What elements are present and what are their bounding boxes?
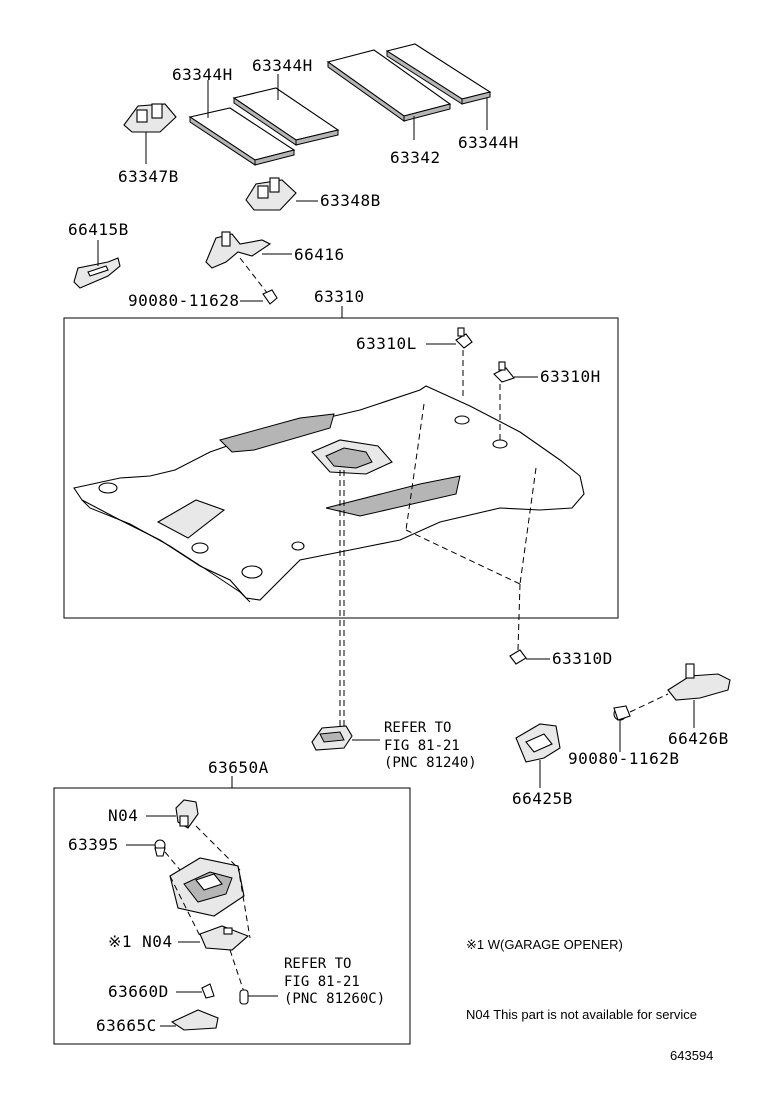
clip-63348B[interactable] <box>245 177 297 211</box>
pad-63344H-mid[interactable] <box>232 87 340 146</box>
bolt-90080-11628[interactable] <box>240 289 278 305</box>
part-N04-board[interactable] <box>199 925 250 951</box>
bracket-66426B[interactable] <box>667 663 731 701</box>
note-n04: N04 This part is not available for servi… <box>466 1007 697 1022</box>
ref2-line3: (PNC 81260C) <box>284 991 385 1007</box>
clip-63395[interactable] <box>154 839 166 857</box>
callout-63348B[interactable]: 63348B <box>320 191 381 210</box>
callout-N04-b[interactable]: ※1 N04 <box>108 932 173 951</box>
part-N04-bracket[interactable] <box>175 799 199 829</box>
callout-63342[interactable]: 63342 <box>390 148 441 167</box>
clip-63310L[interactable] <box>455 327 473 349</box>
callout-63395[interactable]: 63395 <box>68 835 119 854</box>
callout-63310H[interactable]: 63310H <box>540 367 601 386</box>
bulb-63660D[interactable] <box>201 983 215 999</box>
headliner-frame <box>63 317 619 619</box>
callout-63310L[interactable]: 63310L <box>356 334 417 353</box>
callout-66416[interactable]: 66416 <box>294 245 345 264</box>
bracket-66415B[interactable] <box>73 257 121 289</box>
callout-63344H-a[interactable]: 63344H <box>172 65 233 84</box>
bracket-66425B[interactable] <box>515 723 561 763</box>
callout-66415B[interactable]: 66415B <box>68 220 129 239</box>
callout-N04-a[interactable]: N04 <box>108 806 138 825</box>
lamp-housing-81240[interactable] <box>311 725 353 751</box>
lens-63665C[interactable] <box>170 1009 219 1031</box>
pad-63344H-right[interactable] <box>385 43 492 105</box>
clip-63347B[interactable] <box>123 103 177 133</box>
pad-63344H-small[interactable] <box>188 107 296 166</box>
callout-63344H-b[interactable]: 63344H <box>252 56 313 75</box>
pad-63342[interactable] <box>326 49 452 122</box>
ref1-line3: (PNC 81240) <box>384 755 477 771</box>
headliner-63310[interactable] <box>73 385 585 603</box>
bulb-81260C[interactable] <box>239 989 249 1005</box>
callout-90080-11628[interactable]: 90080-11628 <box>128 291 239 310</box>
lamp-body[interactable] <box>169 857 245 917</box>
note-garage-opener: ※1 W(GARAGE OPENER) <box>466 937 623 952</box>
callout-66426B[interactable]: 66426B <box>668 729 729 748</box>
bracket-66416[interactable] <box>205 231 272 269</box>
clip-63310H[interactable] <box>493 361 515 383</box>
callout-63660D[interactable]: 63660D <box>108 982 169 1001</box>
callout-63665C[interactable]: 63665C <box>96 1016 157 1035</box>
callout-66425B[interactable]: 66425B <box>512 789 573 808</box>
bolt-90080-1162B[interactable] <box>613 705 631 721</box>
callout-63310D[interactable]: 63310D <box>552 649 613 668</box>
clip-63310D[interactable] <box>509 649 527 665</box>
callout-63650A[interactable]: 63650A <box>208 758 269 777</box>
callout-63347B[interactable]: 63347B <box>118 167 179 186</box>
figure-id: 643594 <box>670 1048 713 1063</box>
callout-63344H-c[interactable]: 63344H <box>458 133 519 152</box>
ref1-line2: FIG 81-21 <box>384 738 460 754</box>
callout-90080-1162B[interactable]: 90080-1162B <box>568 749 679 768</box>
ref1-line1: REFER TO <box>384 720 451 736</box>
ref2-line2: FIG 81-21 <box>284 974 360 990</box>
ref2-line1: REFER TO <box>284 956 351 972</box>
callout-63310[interactable]: 63310 <box>314 287 365 306</box>
